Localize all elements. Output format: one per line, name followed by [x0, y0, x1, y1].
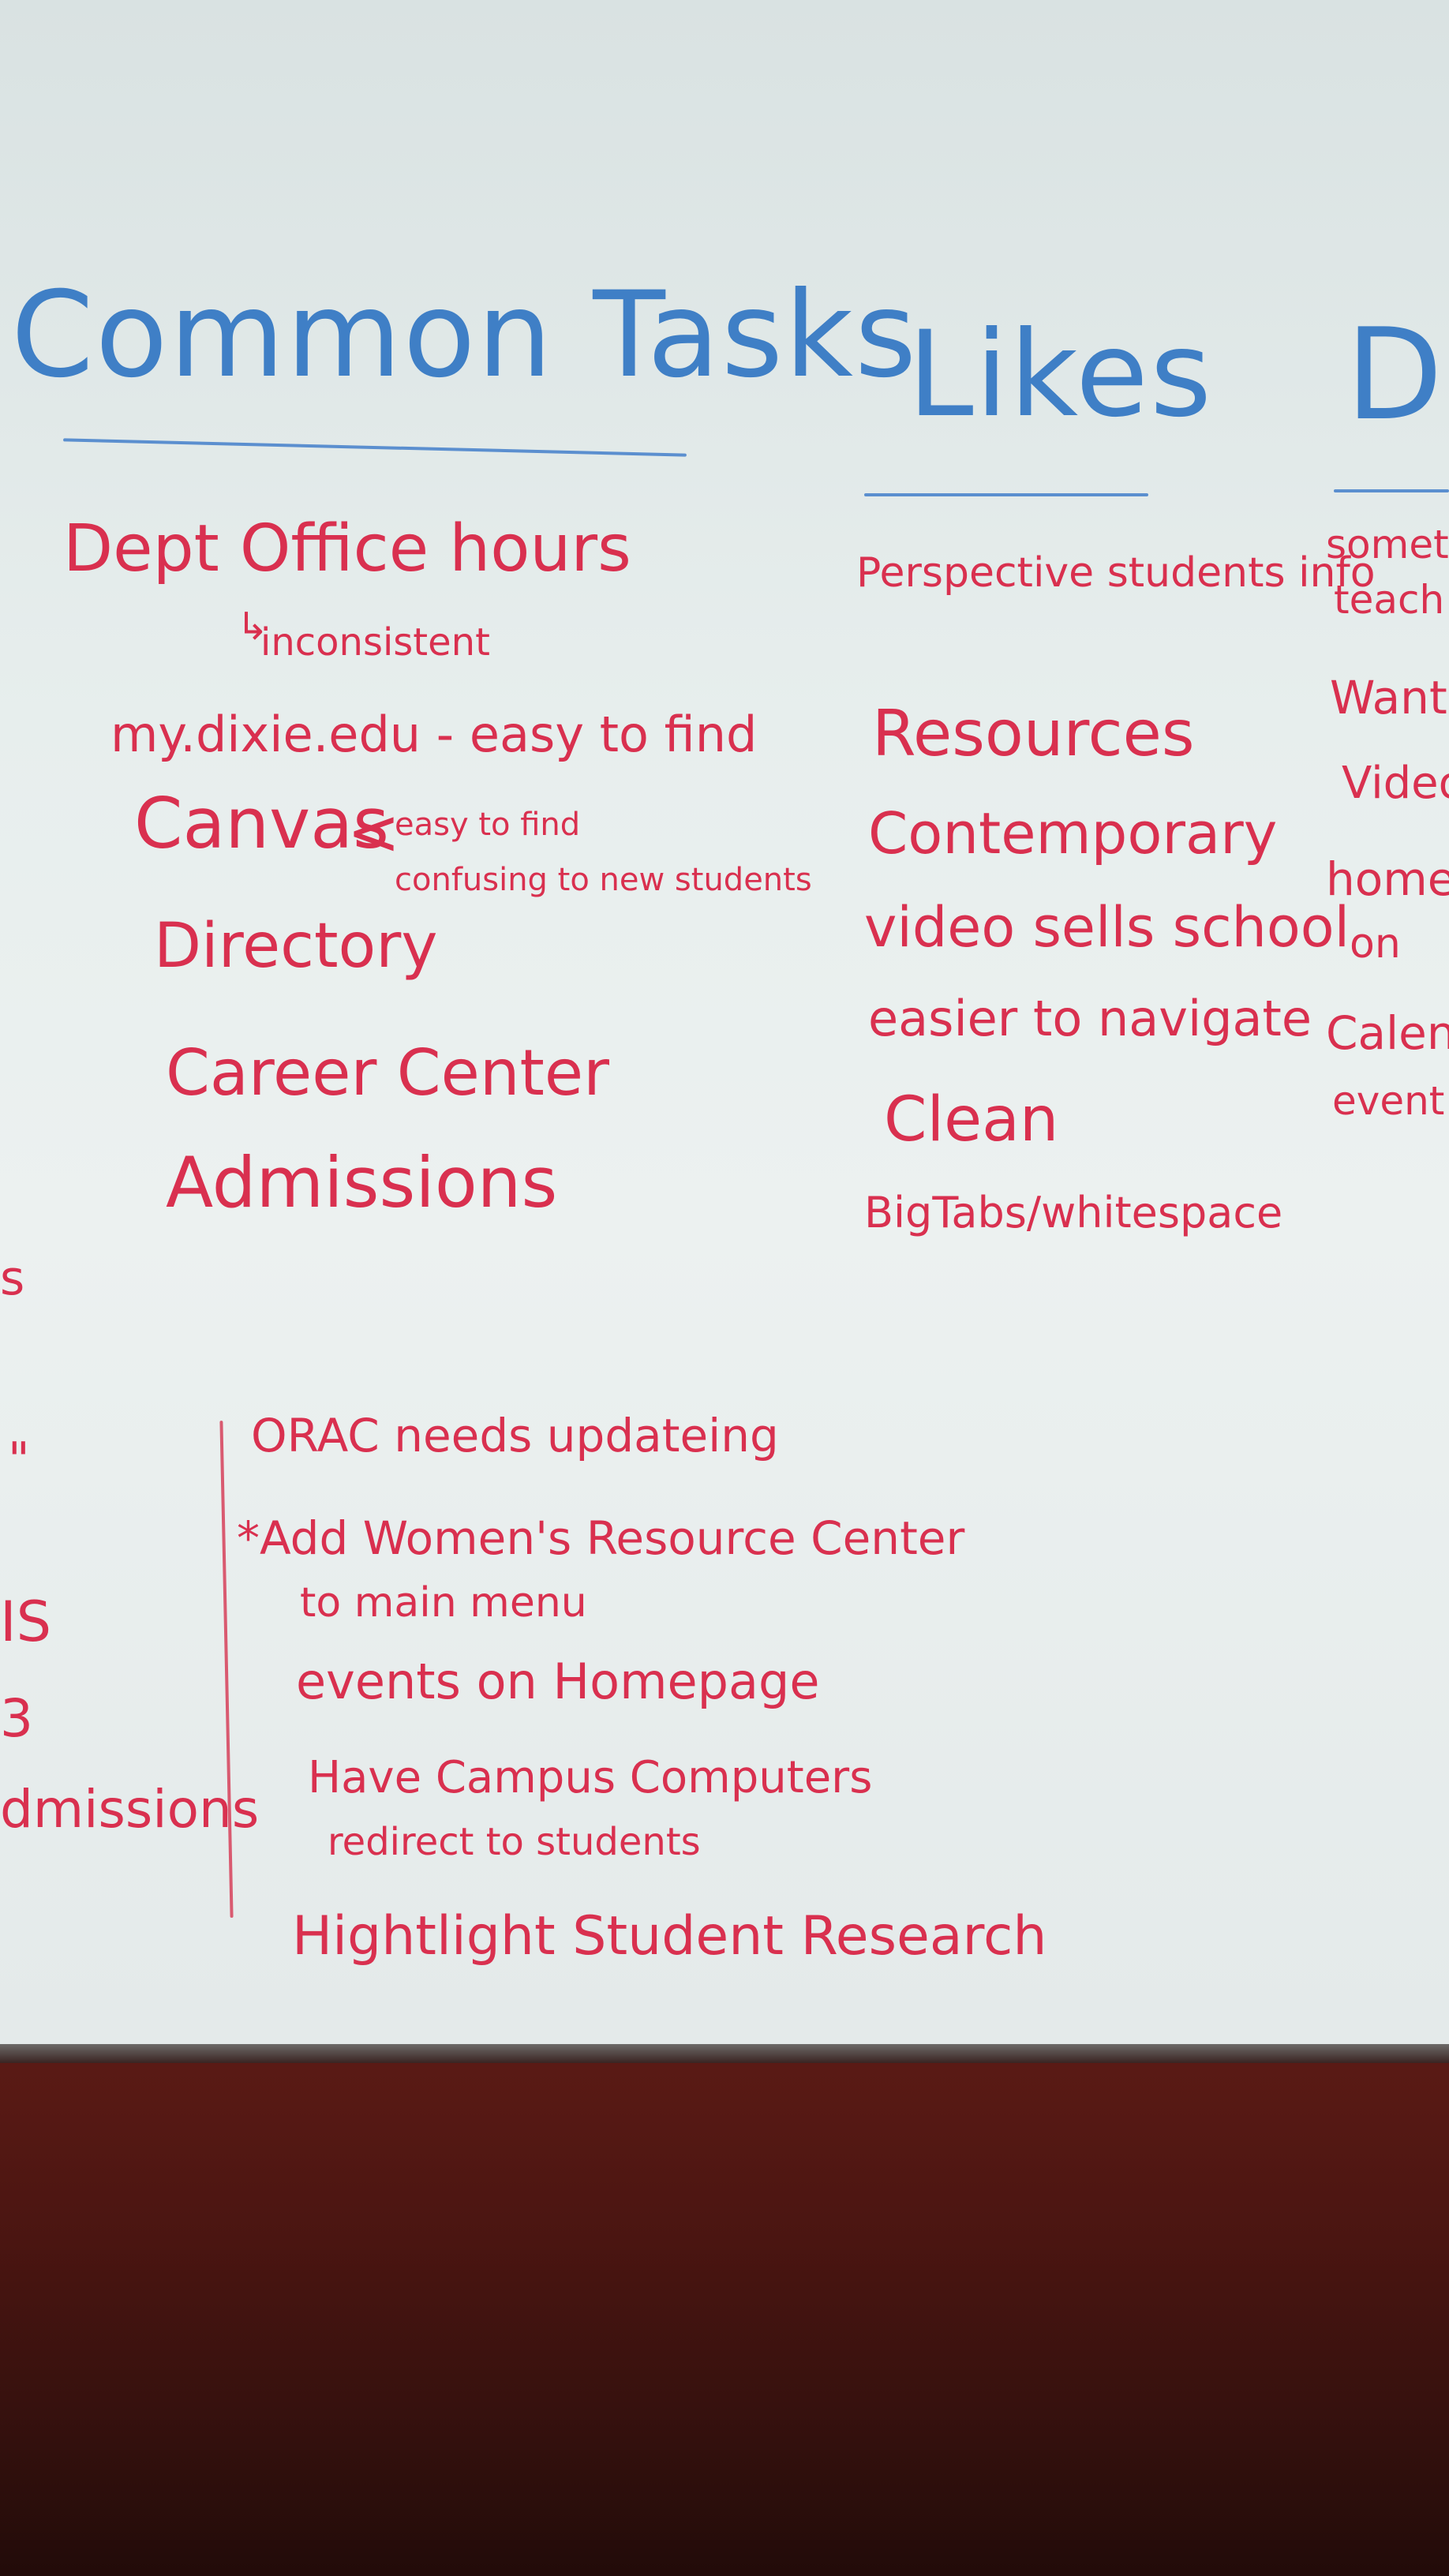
task-admissions: Admissions	[166, 1142, 558, 1223]
partial-item-7: event	[1332, 1078, 1445, 1124]
lower-item-womens-resource: *Add Women's Resource Center	[237, 1511, 965, 1565]
bracket-icon: <	[347, 796, 401, 869]
like-perspective-students: Perspective students info	[856, 549, 1376, 597]
like-easier-navigate: easier to navigate	[868, 990, 1312, 1047]
like-bigtabs: BigTabs/whitespace	[864, 1188, 1283, 1237]
partial-left-0: s	[0, 1251, 25, 1306]
task-canvas: Canvas	[134, 783, 389, 864]
likes-heading: Likes	[908, 306, 1214, 444]
partial-item-0: someti	[1326, 522, 1449, 567]
lower-item-redirect: redirect to students	[328, 1820, 701, 1864]
task-office-hours: Dept Office hours	[63, 511, 631, 586]
like-clean: Clean	[884, 1084, 1059, 1155]
vertical-divider	[219, 1421, 234, 1918]
partial-heading: D	[1346, 301, 1445, 448]
partial-item-4: home	[1326, 852, 1449, 906]
like-contemporary: Contemporary	[868, 800, 1278, 867]
like-resources: Resources	[872, 697, 1195, 770]
wall-background	[0, 2063, 1449, 2576]
lower-item-events: events on Homepage	[296, 1653, 820, 1710]
common-tasks-heading: Common Tasks	[11, 267, 919, 404]
partial-item-6: Calen	[1326, 1006, 1449, 1060]
partial-item-1: teach	[1334, 577, 1445, 623]
partial-left-1: "	[8, 1432, 30, 1488]
task-mydixie: my.dixie.edu - easy to find	[110, 706, 758, 763]
lower-item-campus-computers: Have Campus Computers	[308, 1752, 873, 1803]
whiteboard-tray	[0, 2044, 1449, 2063]
lower-item-main-menu: to main menu	[300, 1579, 587, 1627]
task-inconsistent-note: inconsistent	[260, 620, 490, 665]
task-canvas-note-1: easy to find	[395, 807, 581, 843]
partial-underline	[1334, 489, 1449, 492]
partial-left-3: 3	[0, 1688, 33, 1749]
lower-item-orac: ORAC needs updateing	[251, 1409, 779, 1462]
task-career-center: Career Center	[166, 1036, 610, 1110]
whiteboard: Common Tasks Likes D Dept Office hours i…	[0, 0, 1449, 2044]
partial-item-2: Want	[1330, 671, 1447, 724]
partial-left-2: IS	[0, 1589, 52, 1654]
task-directory: Directory	[154, 911, 438, 982]
common-tasks-underline	[63, 438, 687, 457]
partial-left-4: dmissions	[0, 1779, 260, 1840]
partial-item-3: Video	[1342, 758, 1449, 809]
partial-item-5: on	[1350, 920, 1401, 968]
likes-underline	[864, 493, 1148, 496]
like-video: video sells school	[864, 895, 1350, 960]
task-canvas-note-2: confusing to new students	[395, 862, 812, 898]
arrow-hook-icon: ↳	[237, 605, 269, 649]
lower-item-student-research: Hightlight Student Research	[292, 1905, 1047, 1968]
